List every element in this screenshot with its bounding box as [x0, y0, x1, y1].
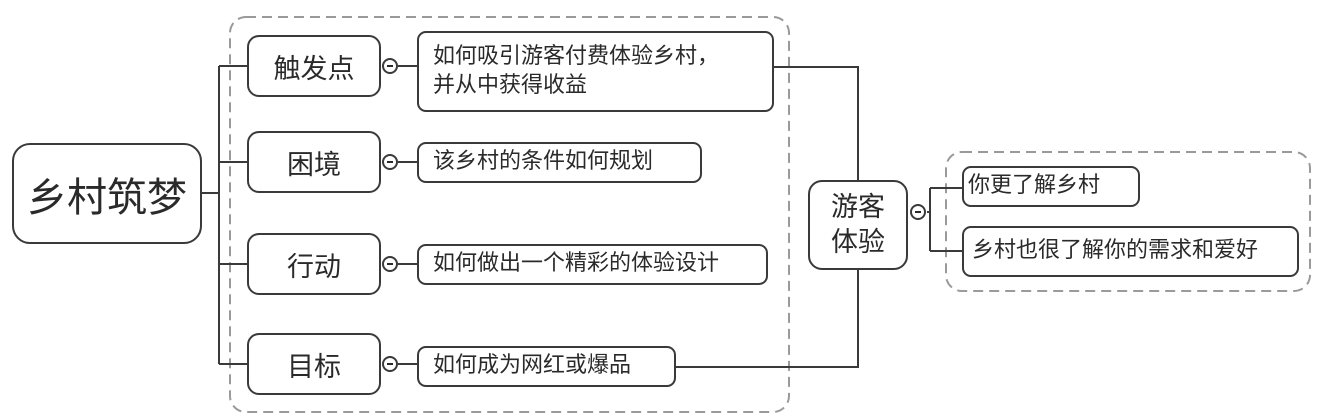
root-label: 乡村筑梦	[27, 174, 187, 221]
branch-node-dilemma[interactable]: 困境	[247, 131, 381, 193]
leaf-text: 如何吸引游客付费体验乡村， 并从中获得收益	[433, 43, 720, 98]
collapse-toggle-icon[interactable]	[382, 58, 398, 74]
collapse-toggle-icon[interactable]	[382, 356, 398, 372]
branch-node-trigger[interactable]: 触发点	[247, 35, 381, 97]
leaf-text: 如何做出一个精彩的体验设计	[433, 251, 720, 277]
leaf-node-goal[interactable]: 如何成为网红或爆品	[417, 346, 676, 387]
leaf-text: 如何成为网红或爆品	[433, 353, 632, 379]
hub-children-group-frame	[945, 151, 1311, 292]
hub-label: 游客 体验	[831, 191, 885, 258]
hub-node-visitor-experience[interactable]: 游客 体验	[808, 180, 908, 270]
leaf-node-dilemma[interactable]: 该乡村的条件如何规划	[417, 142, 702, 183]
hub-children-connector	[927, 187, 962, 252]
hub-child-node-1[interactable]: 你更了解乡村	[962, 166, 1140, 207]
branch-label: 目标	[287, 351, 341, 383]
branch-label: 困境	[287, 149, 341, 181]
collapse-toggle-icon[interactable]	[382, 154, 398, 170]
collapse-toggle-icon[interactable]	[910, 204, 926, 220]
leaf-to-hub-bottom	[675, 270, 859, 368]
branch-label: 触发点	[273, 53, 355, 85]
leaf-node-action[interactable]: 如何做出一个精彩的体验设计	[417, 244, 768, 285]
leaf-to-hub-top	[773, 66, 859, 180]
hub-child-text: 乡村也很了解你的需求和爱好	[972, 238, 1259, 264]
leaf-text: 该乡村的条件如何规划	[433, 149, 654, 175]
hub-child-text: 你更了解乡村	[968, 173, 1101, 199]
branch-node-goal[interactable]: 目标	[247, 333, 381, 395]
branch-label: 行动	[287, 251, 341, 283]
root-node[interactable]: 乡村筑梦	[12, 143, 202, 244]
hub-child-node-2[interactable]: 乡村也很了解你的需求和爱好	[962, 226, 1299, 277]
branch-group-frame	[229, 16, 790, 413]
branch-node-action[interactable]: 行动	[247, 233, 381, 295]
collapse-toggle-icon[interactable]	[382, 256, 398, 272]
leaf-node-trigger[interactable]: 如何吸引游客付费体验乡村， 并从中获得收益	[417, 31, 774, 112]
